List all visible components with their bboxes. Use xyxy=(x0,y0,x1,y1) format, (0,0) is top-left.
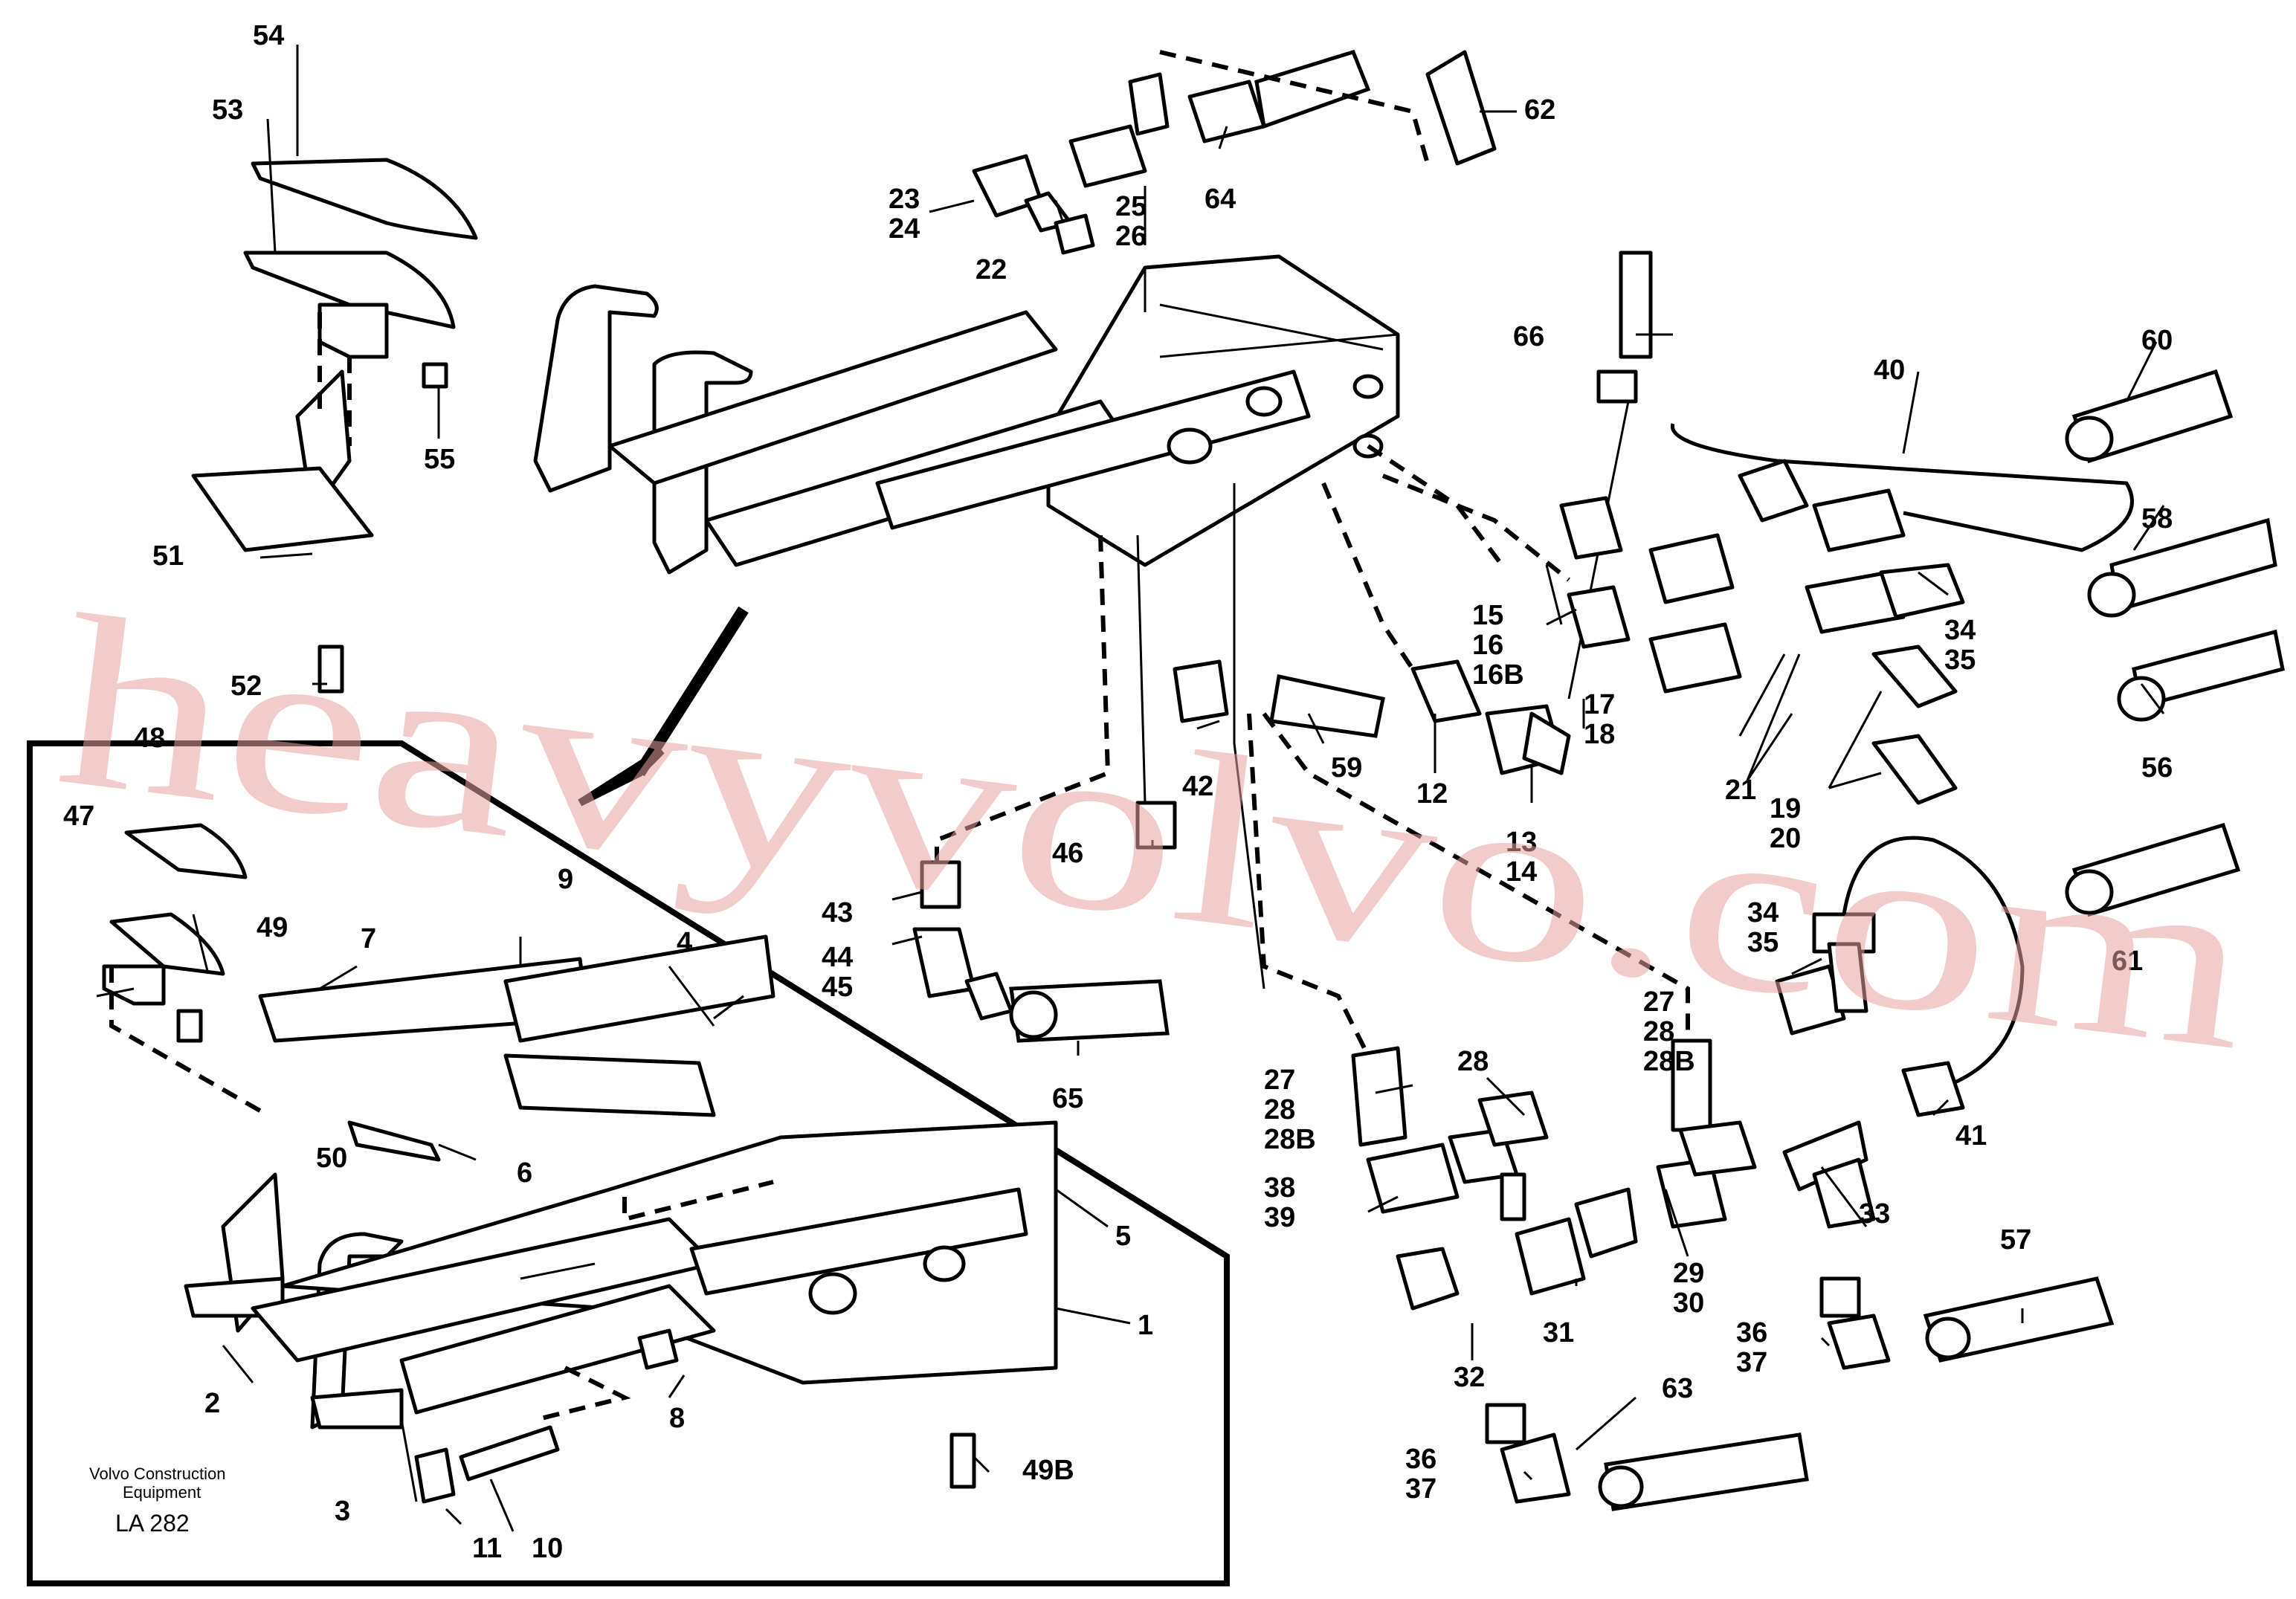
callout-45: 45 xyxy=(822,972,853,1003)
callout-34-lower: 34 xyxy=(1747,897,1779,928)
callout-38: 38 xyxy=(1264,1172,1295,1204)
callout-60: 60 xyxy=(2141,325,2173,356)
callout-54: 54 xyxy=(253,20,284,51)
callout-28-left: 28 xyxy=(1264,1094,1295,1125)
callout-59: 59 xyxy=(1331,752,1362,784)
callout-35-upper: 35 xyxy=(1944,645,1976,676)
company-line-1: Volvo Construction xyxy=(89,1464,225,1483)
pedal-valve-assembly xyxy=(533,254,1400,575)
callout-36-left: 36 xyxy=(1405,1444,1436,1475)
callout-18: 18 xyxy=(1584,719,1615,750)
pedal-pad-parts xyxy=(191,158,478,694)
callout-24: 24 xyxy=(889,213,920,245)
callout-9: 9 xyxy=(558,864,573,895)
callout-50: 50 xyxy=(316,1143,347,1174)
callout-40: 40 xyxy=(1874,355,1905,386)
callout-16b: 16B xyxy=(1472,659,1524,691)
callout-41: 41 xyxy=(1955,1120,1987,1151)
callout-15: 15 xyxy=(1472,600,1503,631)
callout-28-center: 28 xyxy=(1457,1046,1489,1077)
callout-20: 20 xyxy=(1770,823,1801,854)
callout-48: 48 xyxy=(134,723,165,754)
callout-30: 30 xyxy=(1673,1288,1704,1319)
callout-31: 31 xyxy=(1543,1317,1574,1348)
callout-61: 61 xyxy=(2112,946,2143,977)
callout-2: 2 xyxy=(204,1388,220,1419)
callout-46: 46 xyxy=(1052,838,1083,869)
callout-10: 10 xyxy=(532,1533,563,1564)
callout-42: 42 xyxy=(1182,771,1213,802)
callout-21: 21 xyxy=(1725,775,1756,806)
callout-28b-right: 28B xyxy=(1643,1046,1695,1077)
callout-27-left: 27 xyxy=(1264,1065,1295,1096)
detail-inset xyxy=(27,606,1230,1586)
center-fittings xyxy=(912,483,1265,1043)
callout-3: 3 xyxy=(335,1496,350,1527)
callout-12: 12 xyxy=(1416,778,1448,810)
callout-35-lower: 35 xyxy=(1747,927,1779,958)
callout-28-right: 28 xyxy=(1643,1016,1674,1047)
callout-19: 19 xyxy=(1770,793,1801,824)
callout-27-right: 27 xyxy=(1643,986,1674,1018)
lower-fittings xyxy=(1247,712,2241,1511)
callout-64: 64 xyxy=(1205,184,1236,215)
leader-lines xyxy=(96,45,2165,1532)
callout-25: 25 xyxy=(1115,191,1147,222)
callout-51: 51 xyxy=(152,540,184,572)
callout-8: 8 xyxy=(669,1403,685,1434)
callout-43: 43 xyxy=(822,897,853,928)
callout-22: 22 xyxy=(976,254,1007,285)
callout-32: 32 xyxy=(1454,1362,1485,1393)
callout-4: 4 xyxy=(677,927,692,958)
callout-37-left: 37 xyxy=(1405,1473,1436,1505)
callout-52: 52 xyxy=(230,671,262,702)
callout-36-right: 36 xyxy=(1736,1317,1767,1348)
company-line-2: Equipment xyxy=(123,1483,201,1502)
upper-fittings xyxy=(972,49,1497,255)
callout-58: 58 xyxy=(2141,503,2173,534)
callout-49b: 49B xyxy=(1022,1455,1074,1486)
callout-23: 23 xyxy=(889,184,920,215)
diagram-code: LA 282 xyxy=(115,1510,190,1537)
callout-44: 44 xyxy=(822,942,853,973)
callout-62: 62 xyxy=(1524,94,1555,126)
right-fittings xyxy=(1135,251,2285,850)
callout-65: 65 xyxy=(1052,1083,1083,1114)
callout-28b-left: 28B xyxy=(1264,1124,1316,1155)
callout-13: 13 xyxy=(1506,827,1537,858)
callout-55: 55 xyxy=(424,444,455,475)
callout-5: 5 xyxy=(1115,1221,1131,1252)
callout-6: 6 xyxy=(517,1157,532,1189)
callout-47: 47 xyxy=(63,801,94,832)
callout-26: 26 xyxy=(1115,221,1147,252)
callout-33: 33 xyxy=(1859,1198,1890,1230)
callout-53: 53 xyxy=(212,94,243,126)
callout-17: 17 xyxy=(1584,689,1615,720)
callout-56: 56 xyxy=(2141,752,2173,784)
callout-63: 63 xyxy=(1662,1373,1693,1404)
callout-1: 1 xyxy=(1138,1310,1153,1341)
callout-57: 57 xyxy=(2000,1224,2031,1256)
callout-16: 16 xyxy=(1472,630,1503,661)
callout-66: 66 xyxy=(1513,321,1544,352)
callout-34-upper: 34 xyxy=(1944,615,1976,646)
callout-11: 11 xyxy=(472,1533,502,1564)
callout-labels: 54 53 55 51 52 23 24 25 26 22 64 62 66 6… xyxy=(63,20,2173,1564)
callout-49: 49 xyxy=(257,912,288,943)
callout-29: 29 xyxy=(1673,1258,1704,1289)
callout-7: 7 xyxy=(361,923,376,954)
callout-37-right: 37 xyxy=(1736,1347,1767,1378)
callout-14: 14 xyxy=(1506,856,1537,888)
callout-39: 39 xyxy=(1264,1202,1295,1233)
diagram-footer: Volvo Construction Equipment LA 282 xyxy=(89,1464,225,1537)
